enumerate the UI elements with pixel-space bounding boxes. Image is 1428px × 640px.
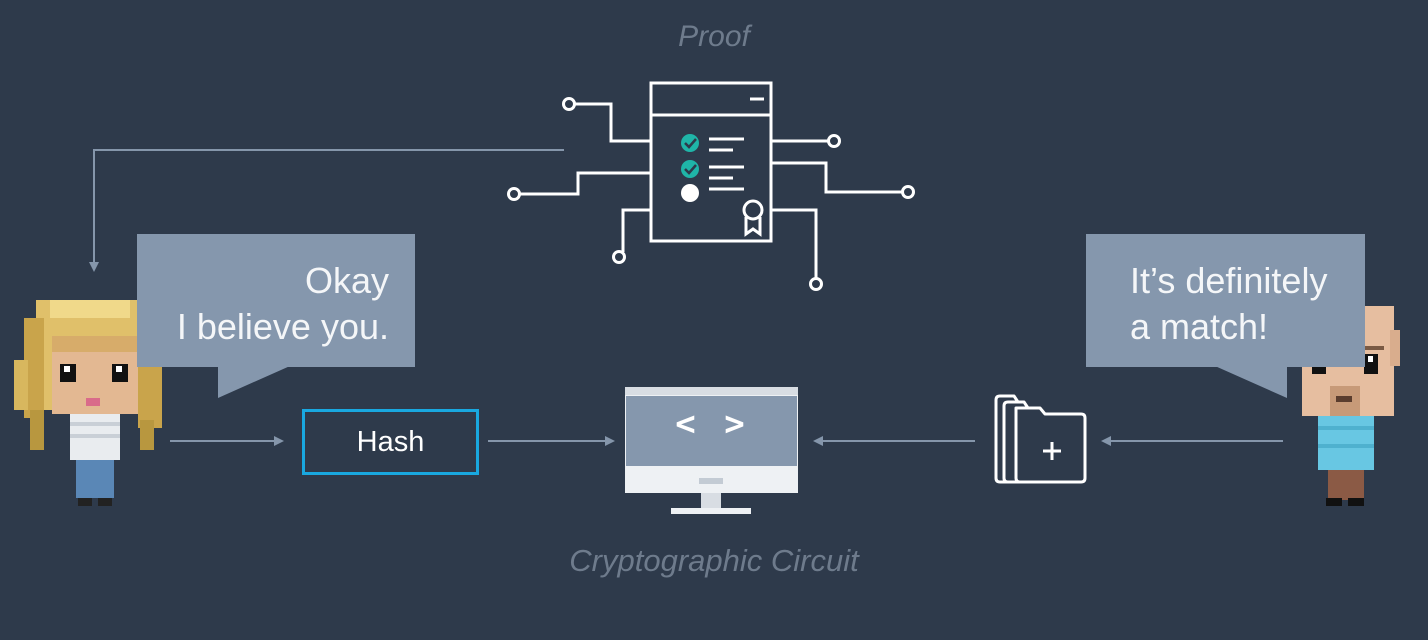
speech-line: Okay [304, 260, 389, 301]
speech-bubble-prover: It’s definitely a match! [1086, 234, 1365, 367]
proof-document-icon [507, 81, 915, 291]
computer-monitor-icon [625, 387, 798, 514]
speech-line: It’s definitely [1130, 260, 1328, 301]
speech-bubble-verifier: Okay I believe you. [137, 234, 415, 367]
circuit-caption: Cryptographic Circuit [569, 543, 859, 578]
hash-box: Hash [302, 409, 479, 475]
speech-line: a match! [1130, 306, 1269, 347]
code-brackets-icon: < > [675, 404, 749, 444]
proof-to-verifier-arrow [89, 149, 564, 272]
speech-bubble-tail-left [218, 366, 290, 398]
speech-line: I believe you. [176, 306, 389, 347]
checklist-icons [681, 134, 699, 202]
add-documents-icon [994, 394, 1087, 484]
proof-title: Proof [678, 20, 750, 53]
speech-bubble-tail-right [1215, 366, 1287, 398]
